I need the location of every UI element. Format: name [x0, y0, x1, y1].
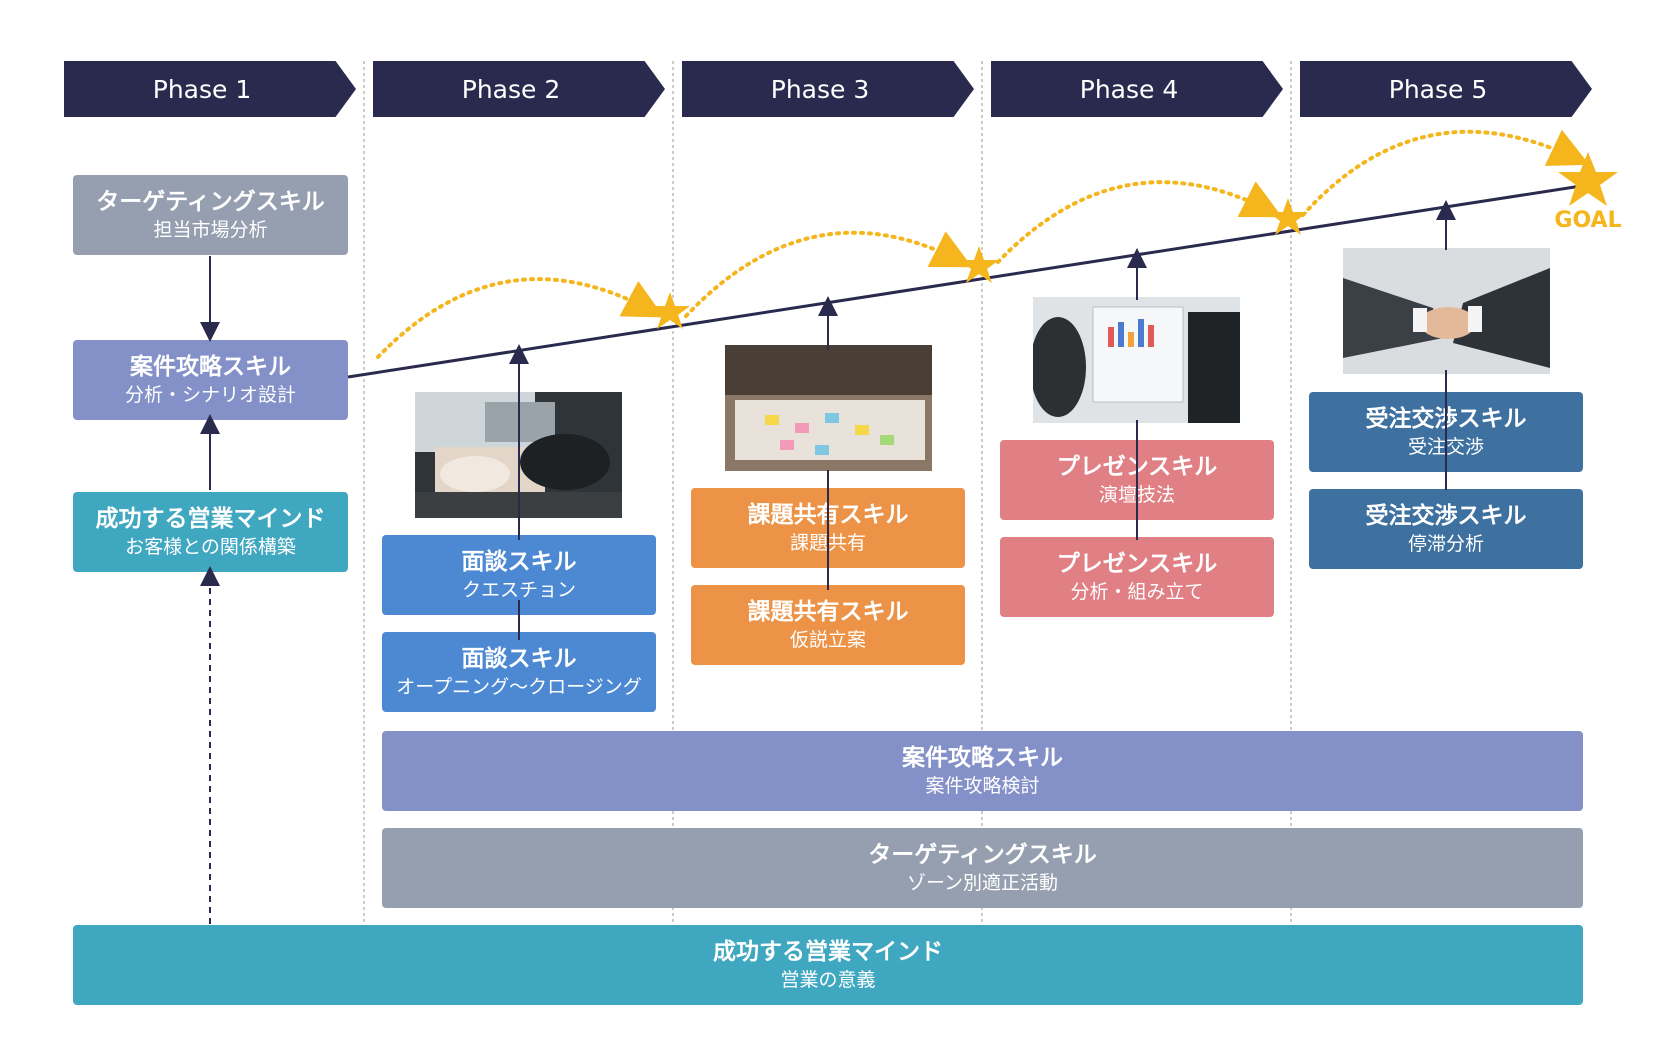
bottom-mind-sub: 営業の意義 [780, 969, 876, 991]
phase-1-header: Phase 1 [64, 61, 356, 117]
p1-mind-title: 成功する営業マインド [95, 506, 326, 532]
bottom-case-attack-title: 案件攻略スキル [902, 745, 1063, 771]
phase-2-label: Phase 2 [461, 74, 561, 104]
phase-4-header: Phase 4 [991, 61, 1283, 117]
p4-box-2-title: プレゼンスキル [1056, 551, 1218, 577]
p2-box-1-sub: クエスチョン [461, 579, 576, 601]
p1-mind-box: 成功する営業マインド お客様との関係構築 [73, 492, 348, 572]
phase-1-label: Phase 1 [152, 74, 252, 104]
p1-case-attack-box: 案件攻略スキル 分析・シナリオ設計 [73, 340, 348, 420]
p5-box-1-sub: 受注交渉 [1407, 436, 1484, 458]
p5-box-2-sub: 停滞分析 [1407, 533, 1484, 555]
bottom-case-attack-sub: 案件攻略検討 [925, 775, 1040, 797]
p3-box-1: 課題共有スキル 課題共有 [691, 488, 965, 568]
p4-box-1: プレゼンスキル 演壇技法 [1000, 440, 1274, 520]
presentation-image [1033, 297, 1240, 423]
goal-label: GOAL [1554, 208, 1622, 233]
bottom-targeting-sub: ゾーン別適正活動 [906, 872, 1059, 894]
p3-box-2-title: 課題共有スキル [747, 599, 909, 625]
p2-box-2-title: 面談スキル [461, 646, 577, 672]
p1-targeting-title: ターゲティングスキル [96, 189, 325, 215]
handshake-image [1343, 248, 1550, 374]
phase-3-photo [725, 345, 932, 471]
p1-mind-sub: お客様との関係構築 [125, 536, 296, 558]
phase-2-photo [415, 392, 622, 518]
phase-5-header: Phase 5 [1300, 61, 1592, 117]
p4-box-1-sub: 演壇技法 [1098, 484, 1175, 506]
p3-box-1-sub: 課題共有 [789, 532, 866, 554]
p4-box-2: プレゼンスキル 分析・組み立て [1000, 537, 1274, 617]
p2-box-2: 面談スキル オープニング〜クロージング [382, 632, 656, 712]
p1-targeting-box: ターゲティングスキル 担当市場分析 [73, 175, 348, 255]
p3-box-1-title: 課題共有スキル [747, 502, 909, 528]
p2-box-2-sub: オープニング〜クロージング [396, 676, 642, 698]
p1-targeting-sub: 担当市場分析 [153, 219, 268, 241]
workshop-image [725, 345, 932, 471]
p5-box-1-title: 受注交渉スキル [1365, 406, 1527, 432]
p2-box-1: 面談スキル クエスチョン [382, 535, 656, 615]
p4-box-1-title: プレゼンスキル [1056, 454, 1218, 480]
bottom-mind-title: 成功する営業マインド [713, 939, 943, 965]
phase-4-photo [1033, 297, 1240, 423]
bottom-case-attack-bar: 案件攻略スキル 案件攻略検討 [382, 731, 1583, 811]
phase-3-header: Phase 3 [682, 61, 974, 117]
bottom-targeting-title: ターゲティングスキル [868, 842, 1097, 868]
phase-5-photo [1343, 248, 1550, 374]
p4-box-2-sub: 分析・組み立て [1070, 581, 1204, 603]
p5-box-2-title: 受注交渉スキル [1365, 503, 1527, 529]
meeting-image [415, 392, 622, 518]
bottom-targeting-bar: ターゲティングスキル ゾーン別適正活動 [382, 828, 1583, 908]
phase-5-label: Phase 5 [1388, 74, 1488, 104]
phase-4-label: Phase 4 [1079, 74, 1179, 104]
p3-box-2-sub: 仮説立案 [789, 629, 866, 651]
p1-case-attack-sub: 分析・シナリオ設計 [124, 384, 296, 406]
bottom-mind-bar: 成功する営業マインド 営業の意義 [73, 925, 1583, 1005]
p5-box-1: 受注交渉スキル 受注交渉 [1309, 392, 1583, 472]
p3-box-2: 課題共有スキル 仮説立案 [691, 585, 965, 665]
phase-3-label: Phase 3 [770, 74, 870, 104]
phase-2-header: Phase 2 [373, 61, 665, 117]
p5-box-2: 受注交渉スキル 停滞分析 [1309, 489, 1583, 569]
p1-case-attack-title: 案件攻略スキル [130, 354, 291, 380]
p2-box-1-title: 面談スキル [461, 549, 577, 575]
